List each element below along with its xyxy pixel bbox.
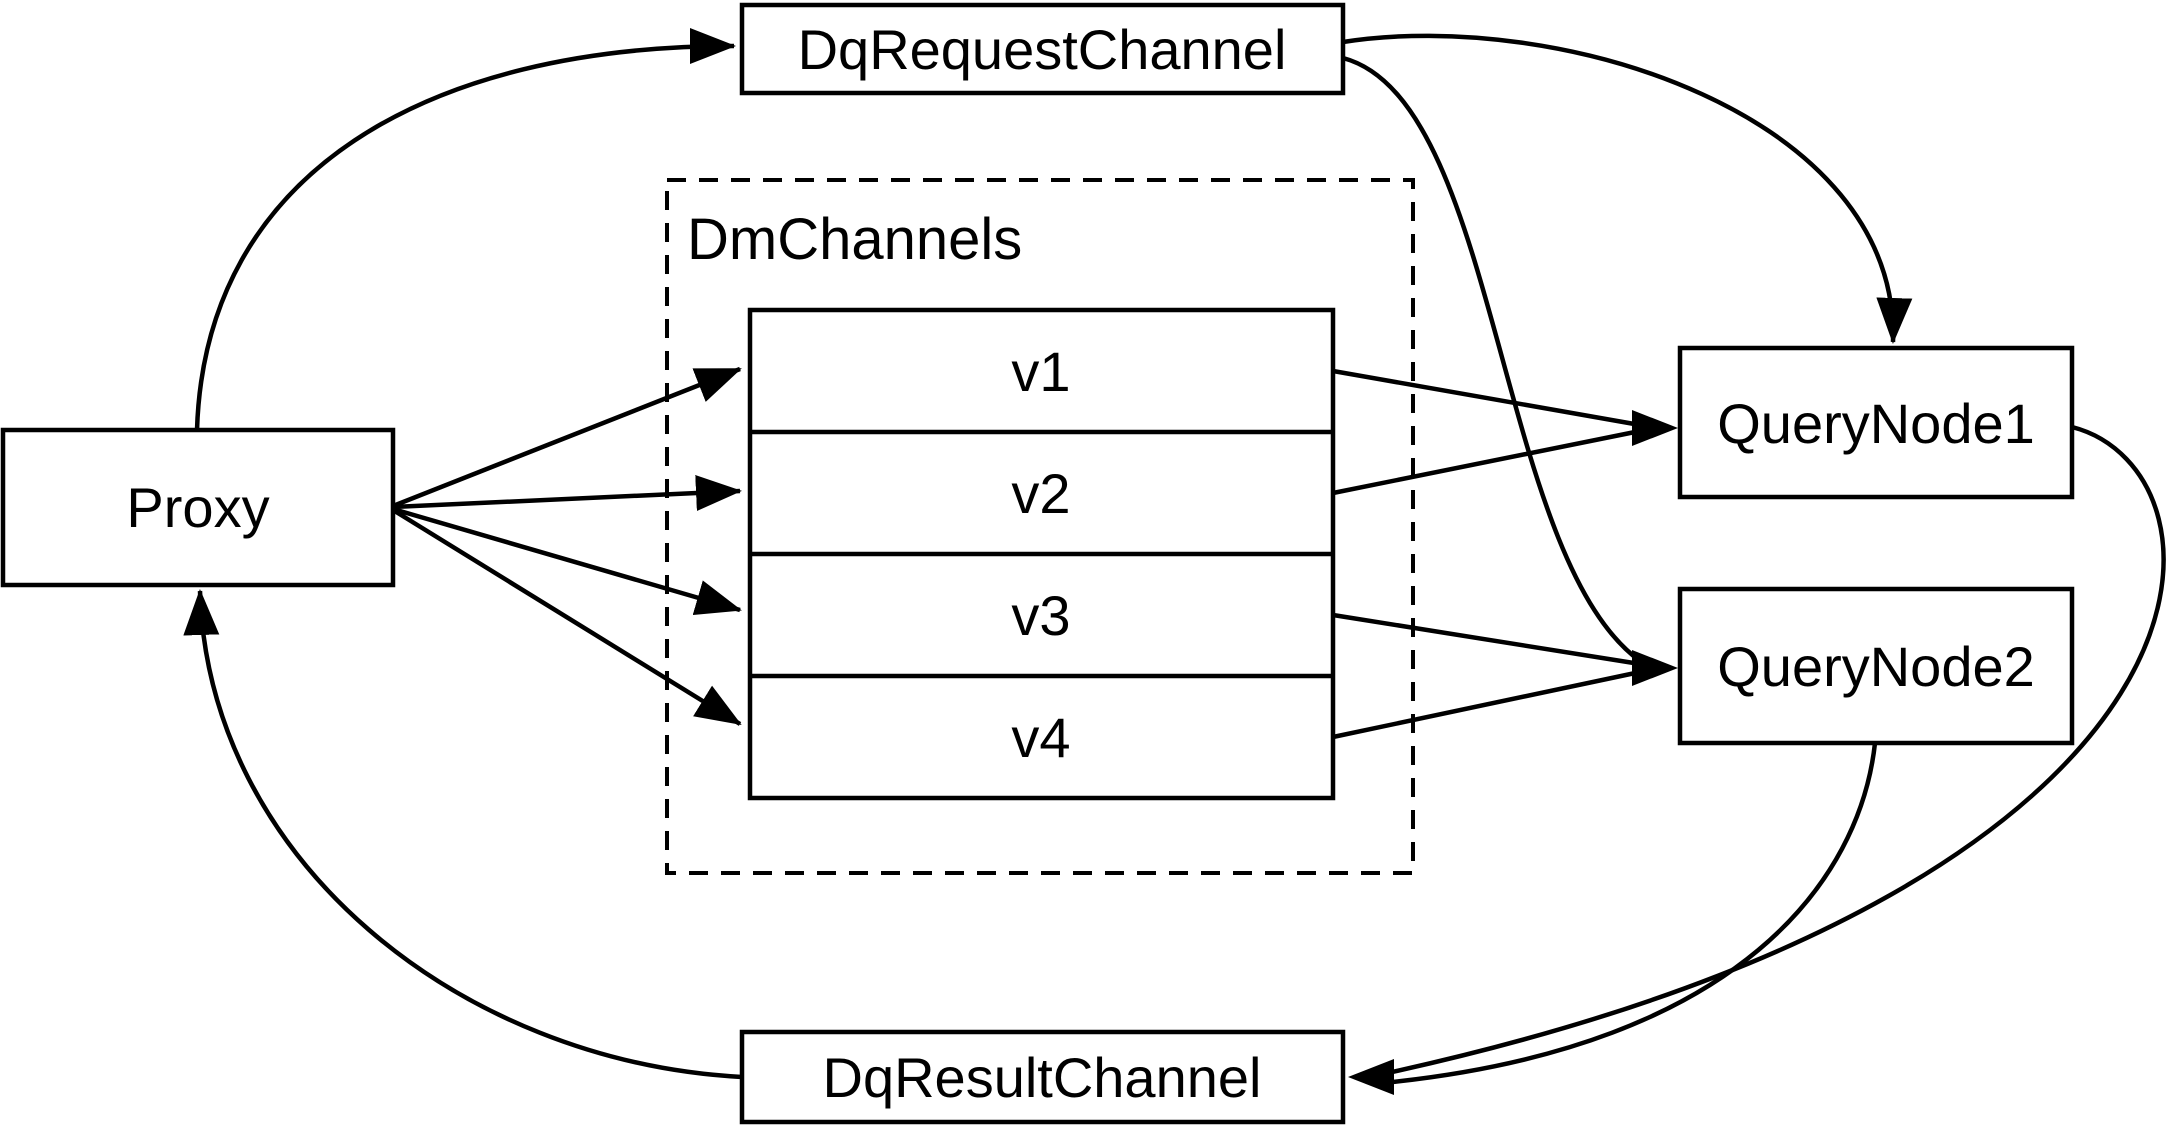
querynode1-label: QueryNode1 xyxy=(1717,392,2035,455)
edge-proxy-to-dqrequestchannel xyxy=(194,28,736,431)
edges xyxy=(183,28,2166,1095)
edge-v1-to-querynode1 xyxy=(1332,368,1641,428)
channel-v1-label: v1 xyxy=(1011,340,1070,403)
querynode2-label: QueryNode2 xyxy=(1717,635,2035,698)
channel-v2-label: v2 xyxy=(1011,462,1070,525)
dm-channels-group: DmChannels xyxy=(665,178,1415,875)
dqrequestchannel-box xyxy=(739,2,1346,96)
node-dqresultchannel: DqResultChannel xyxy=(739,1029,1346,1125)
arrowhead-into-dqresultchannel xyxy=(1348,1059,1394,1095)
edge-v4-to-querynode2 xyxy=(1332,669,1641,740)
proxy-label: Proxy xyxy=(126,476,269,539)
edge-dqresultchannel-to-proxy xyxy=(183,589,743,1080)
dqresultchannel-label: DqResultChannel xyxy=(823,1046,1262,1109)
arrowhead-into-querynode1 xyxy=(1632,410,1678,446)
edge-querynode2-to-dqresultchannel xyxy=(1391,742,1878,1085)
edge-v2-to-querynode1 xyxy=(1332,428,1641,496)
edge-proxy-to-v2 xyxy=(392,475,742,512)
channel-v3-label: v3 xyxy=(1011,584,1070,647)
edge-querynode1-to-dqresultchannel xyxy=(1391,424,2166,1075)
channel-v4-label: v4 xyxy=(1011,706,1070,769)
edge-dqrequestchannel-to-querynode1 xyxy=(1342,33,1913,344)
dm-channels-group-border xyxy=(665,178,1415,875)
dqrequestchannel-label: DqRequestChannel xyxy=(798,18,1287,81)
node-dqrequestchannel: DqRequestChannel xyxy=(739,2,1346,96)
edge-proxy-to-v3 xyxy=(392,506,742,615)
dqresultchannel-box xyxy=(739,1029,1346,1125)
dm-channels-group-label: DmChannels xyxy=(687,207,1022,272)
node-querynode2: QueryNode2 xyxy=(1677,586,2075,746)
querynode2-box xyxy=(1677,586,2075,746)
edge-v3-to-querynode2 xyxy=(1332,612,1641,667)
edge-proxy-to-v4 xyxy=(391,508,742,726)
node-querynode1: QueryNode1 xyxy=(1677,345,2075,500)
proxy-box xyxy=(0,427,396,588)
edge-proxy-to-v1 xyxy=(392,366,742,509)
edge-dqrequestchannel-to-querynode2 xyxy=(1342,55,1642,663)
querynode1-box xyxy=(1677,345,2075,500)
node-proxy: Proxy xyxy=(0,427,396,588)
arrowhead-into-querynode2 xyxy=(1632,650,1678,686)
channel-stack: v1 v2 v3 v4 xyxy=(747,307,1336,801)
